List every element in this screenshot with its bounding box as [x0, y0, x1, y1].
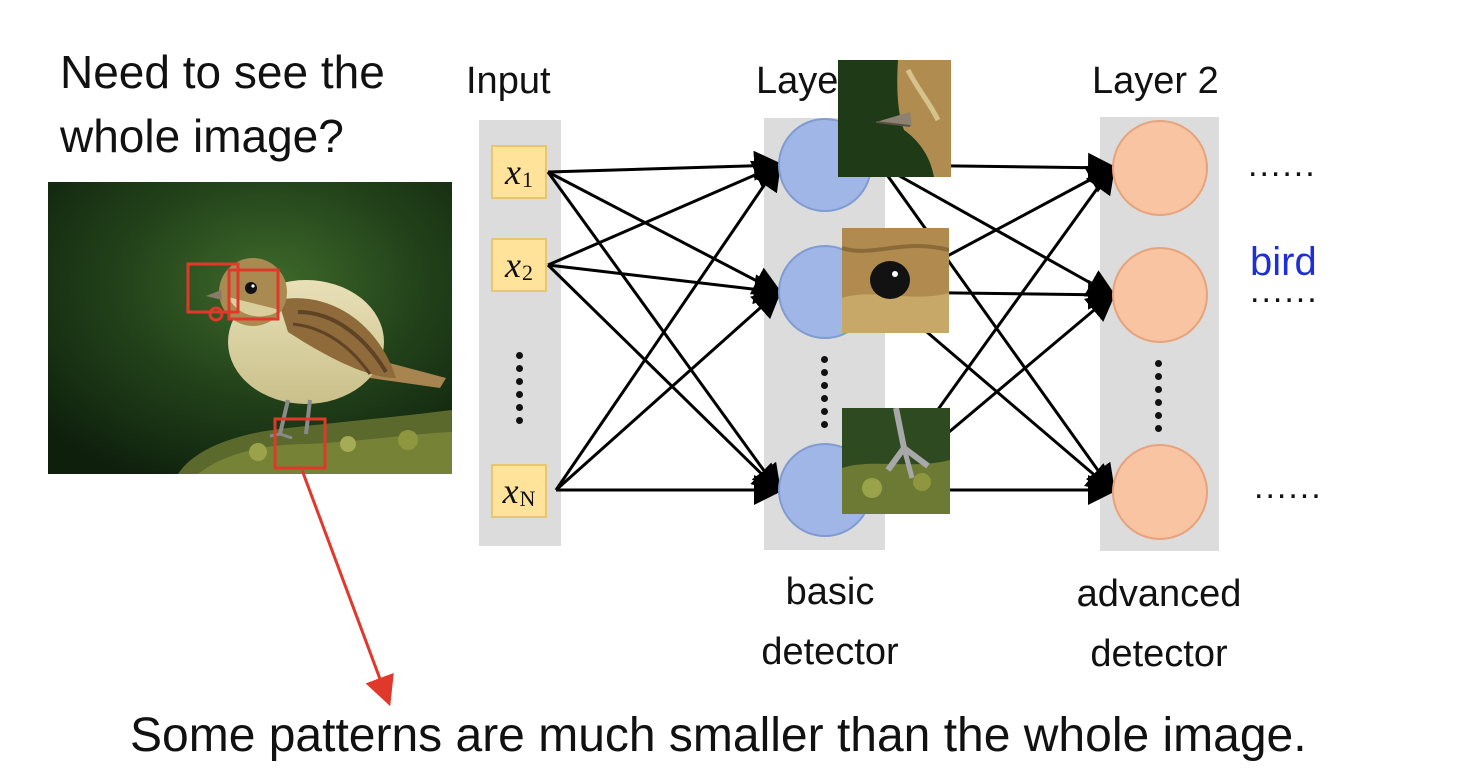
layer1-caption-line-2: detector	[761, 631, 899, 673]
input-node-2-sub: 2	[521, 260, 533, 285]
layer2-node-1	[1112, 120, 1208, 216]
question-line-2: whole image?	[60, 110, 344, 162]
question-text: Need to see the whole image?	[60, 40, 385, 168]
output-dots-bottom: ......	[1254, 468, 1323, 506]
layer2-caption: advanced detector	[1052, 564, 1266, 684]
output-dots-mid: ......	[1250, 272, 1319, 310]
eye-patch-image	[842, 228, 949, 333]
input-node-1-sub: 1	[521, 167, 533, 192]
claw-highlight-box	[273, 417, 327, 470]
bird-photo	[48, 182, 452, 474]
input-node-1-symbol: x	[505, 152, 521, 192]
beak-patch-image	[838, 60, 951, 177]
beak-highlight-box	[186, 262, 240, 314]
output-dots-top: ......	[1248, 146, 1317, 184]
layer2-node-n	[1112, 444, 1208, 540]
claw-patch-image	[842, 408, 950, 514]
input-node-n-sub: N	[519, 486, 536, 511]
layer2-column-title: Layer 2	[1092, 60, 1219, 102]
input-node-2-symbol: x	[505, 245, 521, 285]
layer2-caption-line-2: detector	[1090, 633, 1228, 675]
layer2-node-2	[1112, 247, 1208, 343]
input-node-n-symbol: x	[502, 471, 519, 511]
input-column-title: Input	[466, 60, 551, 102]
bottom-statement: Some patterns are much smaller than the …	[130, 709, 1307, 762]
bird-label: bird	[1250, 240, 1317, 284]
layer1-ellipsis	[820, 356, 828, 434]
eye-highlight-box	[227, 268, 280, 321]
layer2-caption-line-1: advanced	[1076, 573, 1242, 615]
layer2-ellipsis	[1154, 360, 1162, 438]
layer1-caption: basic detector	[730, 562, 930, 682]
question-line-1: Need to see the	[60, 46, 385, 98]
layer1-caption-line-1: basic	[785, 571, 875, 613]
input-ellipsis	[515, 352, 523, 430]
